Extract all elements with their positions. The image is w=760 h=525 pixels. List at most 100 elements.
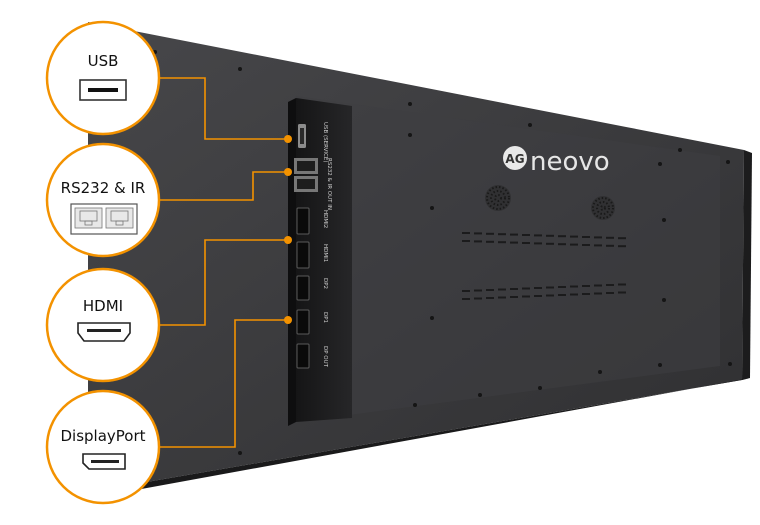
vent-slot <box>510 241 518 244</box>
vent-slot <box>474 289 482 292</box>
displayport-port-icon <box>82 453 126 470</box>
vent-slot <box>546 286 554 289</box>
vent-slot <box>534 234 542 237</box>
hdmi-port-icon <box>77 322 131 342</box>
vent-slot <box>534 242 542 245</box>
speaker-grille-left <box>485 185 511 211</box>
io-panel: USB (SERVICE) RS232 & IR OUT IN HDMI2 HD… <box>288 98 352 426</box>
vent-slot <box>594 236 602 239</box>
panel-label-hdmi2: HDMI2 <box>322 210 328 228</box>
callout-label-rs232: RS232 & IR <box>61 179 146 197</box>
vent-slot <box>558 235 566 238</box>
leader-line-displayport <box>160 319 288 448</box>
panel-hdmi1-port <box>296 241 310 269</box>
leader-dot-hdmi <box>284 236 292 244</box>
callout-usb: USB <box>45 20 161 136</box>
vent-slot <box>462 240 470 242</box>
callout-label-displayport: DisplayPort <box>60 427 145 445</box>
vent-slot <box>618 283 626 286</box>
leader-lines <box>160 77 288 448</box>
vent-slot <box>558 294 566 296</box>
brand-mark: AG <box>505 152 524 166</box>
vent-slot <box>594 292 602 295</box>
leader-line-rs232 <box>160 171 288 201</box>
panel-label-hdmi1: HDMI1 <box>322 244 328 262</box>
panel-dp1-port <box>296 309 310 335</box>
panel-hdmi2-port <box>296 207 310 235</box>
vent-slot <box>522 287 530 290</box>
vent-slot <box>546 294 554 297</box>
vent-slot <box>546 242 554 245</box>
rj-dual-port-icon <box>70 203 138 235</box>
vent-slot <box>606 292 614 294</box>
vent-slots <box>462 232 626 300</box>
leader-dot-displayport <box>284 316 292 324</box>
panel-label-dp2: DP2 <box>322 278 328 289</box>
panel-rj45-ports <box>294 158 318 192</box>
vent-slot <box>522 295 530 298</box>
vent-slot <box>534 295 542 297</box>
callout-hdmi: HDMI <box>45 267 161 383</box>
vent-slot <box>522 242 530 244</box>
vent-slot <box>546 234 554 237</box>
vent-slot <box>582 244 590 246</box>
vent-slot <box>462 232 470 234</box>
vent-slot <box>570 243 578 246</box>
leader-dot-rs232 <box>284 168 292 176</box>
vent-slot <box>486 232 494 235</box>
vent-slot <box>570 285 578 288</box>
vent-slot <box>558 286 566 288</box>
vent-slot <box>486 297 494 299</box>
vent-slot <box>474 297 482 300</box>
panel-label-usb: USB (SERVICE) <box>322 122 328 163</box>
vent-slot <box>498 241 506 244</box>
vent-slot <box>498 233 506 236</box>
vent-slot <box>558 243 566 246</box>
panel-dp2-port <box>296 275 310 301</box>
vent-slot <box>486 289 494 291</box>
vent-slot <box>498 296 506 299</box>
vent-slot <box>570 293 578 296</box>
vent-slot <box>474 240 482 243</box>
vent-slot <box>582 236 590 238</box>
leader-line-usb <box>160 77 288 140</box>
callout-label-hdmi: HDMI <box>83 297 123 315</box>
vent-slot <box>606 236 614 239</box>
vent-slot <box>462 298 470 300</box>
callout-rs232: RS232 & IR <box>45 142 161 258</box>
vent-slot <box>510 233 518 236</box>
leader-line-hdmi <box>160 239 288 326</box>
vent-slot <box>618 291 626 294</box>
vent-slot <box>618 237 626 240</box>
callout-label-usb: USB <box>88 52 119 70</box>
vent-slot <box>474 232 482 235</box>
panel-dpout-port <box>296 343 310 369</box>
brand-logo: AG neovo <box>503 146 610 177</box>
vent-slot <box>510 296 518 298</box>
panel-label-dp1: DP1 <box>322 312 328 323</box>
vent-slot <box>510 288 518 290</box>
vent-slot <box>606 244 614 247</box>
monitor-back: AG neovo <box>88 22 752 498</box>
vent-slot <box>606 284 614 286</box>
vent-slot <box>594 244 602 247</box>
panel-usb-port <box>298 124 306 148</box>
leader-dot-usb <box>284 135 292 143</box>
vent-slot <box>462 290 470 292</box>
vent-slot <box>522 234 530 236</box>
speaker-grille-right <box>591 196 615 220</box>
brand-name: neovo <box>530 147 610 177</box>
usb-port-icon <box>79 79 127 101</box>
vent-slot <box>594 284 602 287</box>
vent-slot <box>570 235 578 238</box>
vent-slot <box>582 293 590 295</box>
vent-slot <box>486 240 494 243</box>
callout-displayport: DisplayPort <box>45 389 161 505</box>
vent-slot <box>534 287 542 289</box>
vent-slot <box>498 288 506 291</box>
panel-label-dpout: DP OUT <box>322 346 328 368</box>
vent-slot <box>618 245 626 248</box>
mounting-screws <box>148 50 732 472</box>
panel-label-rs232: RS232 & IR OUT IN <box>326 158 332 210</box>
